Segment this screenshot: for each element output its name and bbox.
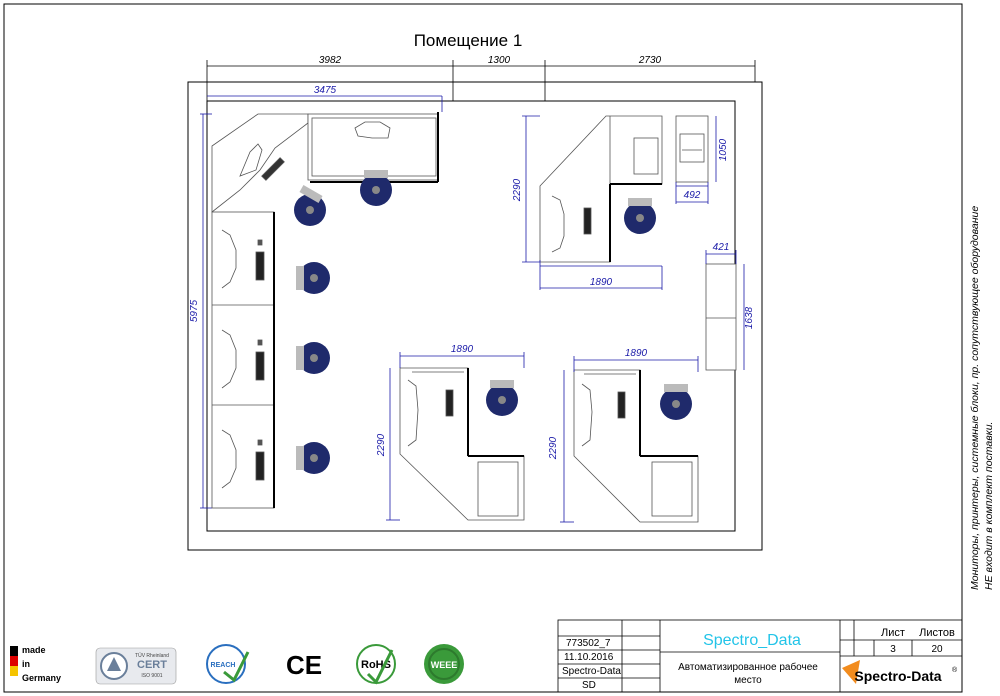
workstation-top-left <box>211 112 439 213</box>
equipment-note-line-2: НЕ входит в комплект поставки. <box>983 421 995 590</box>
dim-bottom-left-height: 2290 <box>376 433 387 457</box>
made-in-germany-logo: made in Germany <box>10 645 61 683</box>
dim-top-c: 2730 <box>638 55 662 66</box>
chair-3 <box>296 262 330 294</box>
ce-logo: CE <box>286 650 322 680</box>
chair-2 <box>294 185 326 226</box>
room-title: Помещение 1 <box>414 31 523 50</box>
dim-corner-width: 1890 <box>590 277 613 288</box>
rohs-logo: RoHS <box>356 644 396 685</box>
dim-corner-ws <box>522 115 663 290</box>
chair-7 <box>486 380 518 416</box>
dim-bottom-right-width: 1890 <box>625 348 648 359</box>
doc-code: SD <box>582 680 596 691</box>
shelf <box>705 263 737 371</box>
sheets-label: Листов <box>919 627 955 639</box>
dim-top-b: 1300 <box>488 55 511 66</box>
sheet-value: 3 <box>890 644 896 655</box>
dim-bottom-right-height: 2290 <box>548 436 559 460</box>
doc-company: Spectro-Data <box>562 666 621 677</box>
svg-text:made: made <box>22 645 46 655</box>
svg-text:ISO 9001: ISO 9001 <box>141 673 162 679</box>
dim-inner-top-line <box>207 95 443 112</box>
workstation-bottom-left <box>399 367 525 521</box>
dim-bottom-left-width: 1890 <box>451 344 474 355</box>
dim-inner-top: 3475 <box>314 85 337 96</box>
dim-bottom-right <box>560 356 699 523</box>
dim-corner-height: 2290 <box>512 178 523 202</box>
dim-cabinet <box>675 116 717 204</box>
equipment-note: Мониторы, принтеры, системные блоки, пр.… <box>968 205 1000 590</box>
dim-bottom-left <box>386 352 525 521</box>
project-name: Spectro_Data <box>703 632 801 649</box>
dim-cabinet-height: 1050 <box>718 138 729 161</box>
svg-text:WEEE: WEEE <box>431 660 458 670</box>
workstation-bottom-right <box>573 369 699 523</box>
doc-date: 11.10.2016 <box>564 652 614 663</box>
weee-logo: WEEE <box>424 644 464 684</box>
brand-logo: Spectro-Data ® <box>842 660 958 684</box>
svg-text:REACH: REACH <box>211 662 236 669</box>
drawing-frame <box>3 3 963 693</box>
dim-cabinet-width: 492 <box>684 190 701 201</box>
doc-description-2: место <box>734 675 762 686</box>
reach-logo: REACH <box>206 644 250 684</box>
chair-6 <box>624 198 656 234</box>
top-dimension-chain <box>206 60 756 101</box>
sheets-value: 20 <box>931 644 943 655</box>
chair-4 <box>296 342 330 374</box>
brand-mark: ® <box>952 666 958 674</box>
chair-8 <box>660 384 692 420</box>
dim-left-line <box>200 113 212 509</box>
svg-text:in: in <box>22 659 30 669</box>
chair-5 <box>296 442 330 474</box>
svg-text:Germany: Germany <box>22 673 61 683</box>
cabinet <box>675 115 709 183</box>
dim-shelf-height: 1638 <box>744 306 755 329</box>
title-block <box>557 619 963 693</box>
doc-description-1: Автоматизированное рабочее <box>678 661 818 673</box>
desk-column-left <box>211 211 275 509</box>
tuv-cert-logo: TÜV Rheinland CERT ISO 9001 <box>95 647 177 685</box>
svg-text:CERT: CERT <box>137 659 167 671</box>
dim-left: 5975 <box>189 299 200 322</box>
brand-name: Spectro-Data <box>854 668 941 684</box>
sheet-label: Лист <box>881 627 905 639</box>
dim-top-a: 3982 <box>319 55 342 66</box>
doc-number: 773502_7 <box>566 638 611 649</box>
svg-text:TÜV Rheinland: TÜV Rheinland <box>135 652 169 659</box>
equipment-note-line-1: Мониторы, принтеры, системные блоки, пр.… <box>969 205 981 590</box>
workstation-top-right <box>539 115 663 263</box>
chair-1 <box>360 170 392 206</box>
dim-shelf-width: 421 <box>713 242 730 253</box>
dim-shelf <box>705 250 745 370</box>
